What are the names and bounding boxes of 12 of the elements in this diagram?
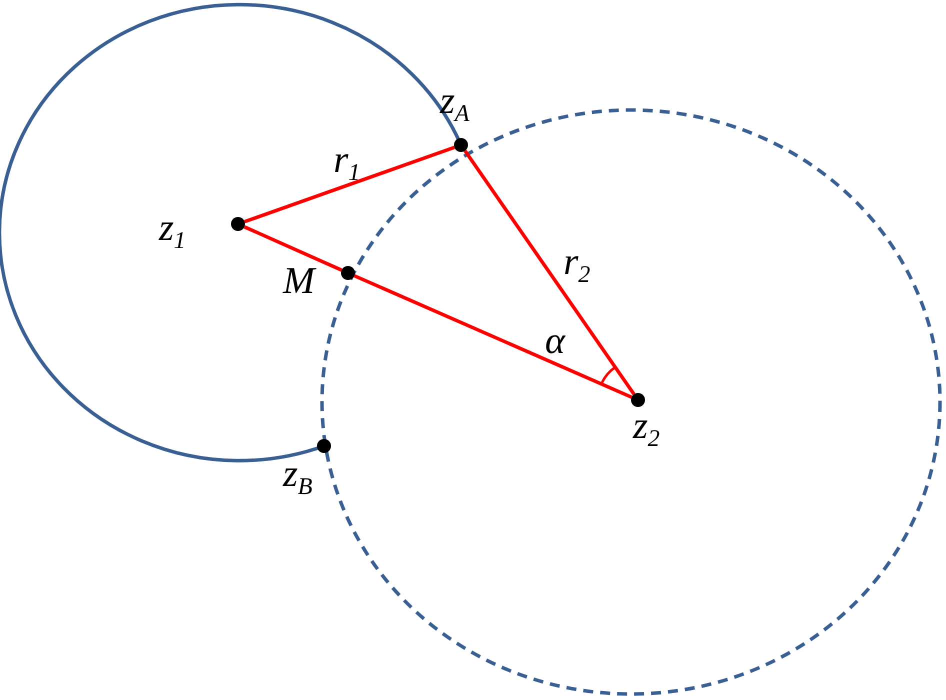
line-segment (244, 146, 455, 224)
point-label: z$_{A}$ (440, 82, 470, 126)
line-segment (354, 274, 632, 399)
edge-label: r$_{2}$ (564, 242, 590, 286)
point-label: M (283, 262, 315, 300)
point-label: z$_{B}$ (283, 455, 312, 499)
edge-label: r$_{1}$ (334, 140, 360, 184)
point-label: z$_{1}$ (159, 209, 186, 253)
line-segment (244, 225, 342, 272)
line-segment (464, 150, 636, 396)
angle-label: α (545, 322, 565, 360)
point-label: z$_{2}$ (633, 407, 660, 451)
